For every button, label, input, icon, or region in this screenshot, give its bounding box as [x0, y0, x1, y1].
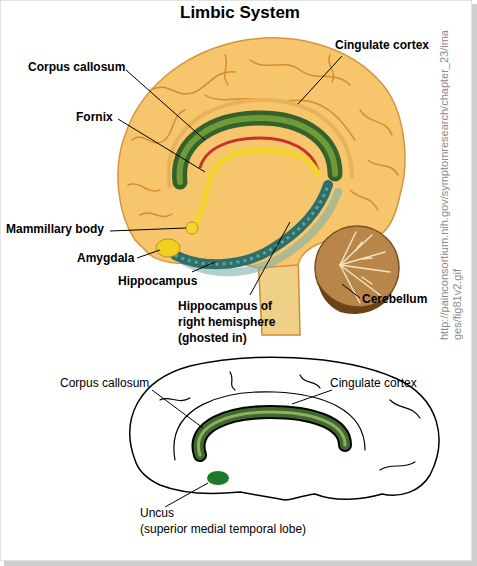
part-label: Corpus callosum: [60, 376, 149, 391]
part-label: Cingulate cortex: [335, 38, 429, 53]
part-label: Fornix: [76, 110, 113, 125]
part-label: Corpus callosum: [28, 60, 125, 75]
part-label: Cerebellum: [362, 292, 427, 307]
part-label: Amygdala: [77, 251, 134, 266]
part-note: (superior medial temporal lobe): [140, 522, 306, 537]
part-label: Hippocampus: [118, 274, 197, 289]
diagram-title: Limbic System: [180, 3, 300, 23]
part-label: Cingulate cortex: [330, 376, 417, 391]
part-label: Mammillary body: [6, 222, 104, 237]
part-label: Hippocampus of right hemisphere (ghosted…: [178, 298, 296, 346]
source-watermark: http://painconsortium.nih.gov/symptomres…: [438, 30, 464, 340]
part-label: Uncus: [140, 506, 174, 521]
